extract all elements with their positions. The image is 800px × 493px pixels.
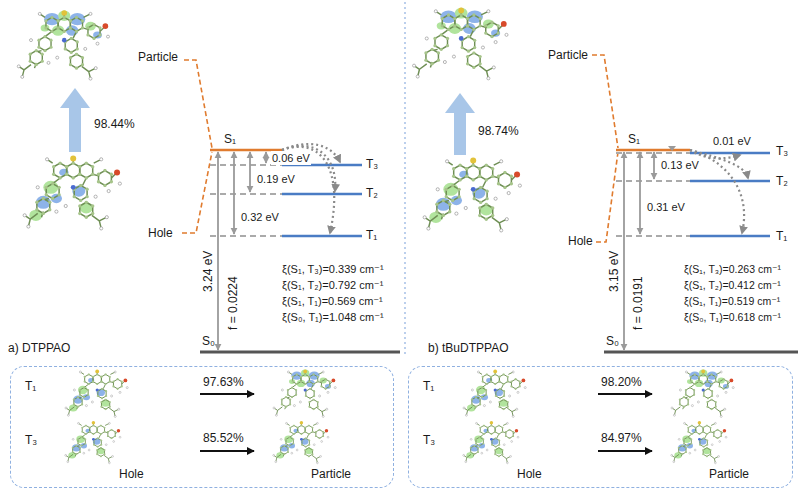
state-label: T₁: [366, 228, 377, 242]
molecule: [65, 421, 121, 464]
gap-marker: [668, 146, 676, 151]
orbital-link: [182, 60, 212, 233]
gap-label: 3.15 eV: [607, 251, 621, 292]
orbital-tag: Hole: [148, 226, 173, 240]
percent-label: 98.44%: [94, 117, 135, 131]
state-label: S₀: [606, 334, 619, 348]
soc-value: ξ(S₁, T₁)=0.569 cm⁻¹: [282, 294, 383, 308]
gap-label: 0.32 eV: [240, 210, 280, 224]
gap-label: 0.13 eV: [660, 158, 700, 172]
orbital-tag: Hole: [119, 467, 144, 481]
soc-value: ξ(S₁, T₃)=0.263 cm⁻¹: [684, 262, 781, 276]
orbital-tag: Particle: [138, 50, 178, 64]
percent-label: 85.52%: [203, 431, 244, 445]
soc-value: ξ(S₁, T₂)=0.792 cm⁻¹: [282, 278, 383, 292]
molecule: [423, 157, 521, 232]
s1-level: [616, 149, 690, 152]
molecule: [17, 10, 109, 80]
orbital-panel: T₁ 98.20% T₃ 84.97% Hole Particle: [408, 366, 793, 488]
soc-value: ξ(S₁, T₃)=0.339 cm⁻¹: [282, 262, 384, 276]
gap-label: 3.24 eV: [201, 251, 215, 292]
molecule: [671, 421, 727, 464]
state-label: T₁: [423, 379, 434, 393]
state-label: T₃: [423, 433, 435, 447]
state-label: T₁: [25, 379, 36, 393]
soc-value: ξ(S₀, T₁)=0.618 cm⁻¹: [684, 310, 781, 324]
gap-label: 0.01 eV: [712, 134, 752, 148]
transition-arrows: [598, 394, 652, 451]
orbital-tag: Particle: [311, 467, 351, 481]
molecule: [273, 369, 336, 417]
state-label: T₂: [776, 174, 788, 188]
panel-separator: [404, 2, 405, 356]
state-label: T₂: [366, 186, 378, 200]
percent-label: 98.20%: [601, 375, 642, 389]
state-label: S₀: [202, 334, 215, 348]
excitation-arrow: [60, 88, 90, 152]
orbital-panel: T₁ 97.63% T₃ 85.52% Hole Particle: [10, 366, 394, 488]
state-label: T₃: [776, 144, 788, 158]
s0-level: [200, 351, 400, 354]
orbital-tag: Hole: [517, 467, 542, 481]
percent-label: 97.63%: [203, 375, 244, 389]
molecule: [463, 369, 526, 417]
orbital-tag: Particle: [548, 48, 588, 62]
state-label: S₁: [628, 132, 640, 146]
orbital-tag: Hole: [568, 234, 593, 248]
molecule: [463, 421, 519, 464]
state-label: T₁: [776, 229, 787, 243]
oscillator-strength: f = 0.0224: [226, 276, 240, 330]
gap-arrows: [624, 152, 654, 350]
gap-label: 0.06 eV: [271, 151, 311, 165]
soc-value: ξ(S₁, T₁)=0.519 cm⁻¹: [684, 294, 780, 308]
state-label: T₃: [366, 157, 378, 171]
panel-title: a) DTPPAO: [8, 341, 70, 355]
triplet-levels: [690, 153, 770, 236]
percent-label: 84.97%: [601, 431, 642, 445]
gap-label: 0.31 eV: [646, 200, 686, 214]
molecule: [23, 155, 121, 230]
orbital-link: [592, 55, 618, 242]
state-label: S₁: [224, 132, 236, 146]
state-label: T₃: [25, 433, 37, 447]
molecule: [65, 369, 128, 417]
gap-label: 0.19 eV: [256, 172, 296, 186]
transition-arrows: [200, 394, 254, 451]
panel-title: b) tBuDTPPAO: [428, 341, 508, 355]
oscillator-strength: f = 0.0191: [631, 276, 645, 330]
percent-label: 98.74%: [478, 124, 519, 138]
molecule: [671, 369, 734, 417]
molecule: [413, 7, 509, 79]
soc-value: ξ(S₀, T₁)=1.048 cm⁻¹: [282, 310, 384, 324]
s0-level: [604, 351, 798, 354]
excitation-arrow: [445, 93, 475, 155]
molecule: [273, 421, 329, 464]
soc-value: ξ(S₁, T₂)=0.412 cm⁻¹: [684, 278, 781, 292]
orbital-tag: Particle: [709, 467, 749, 481]
